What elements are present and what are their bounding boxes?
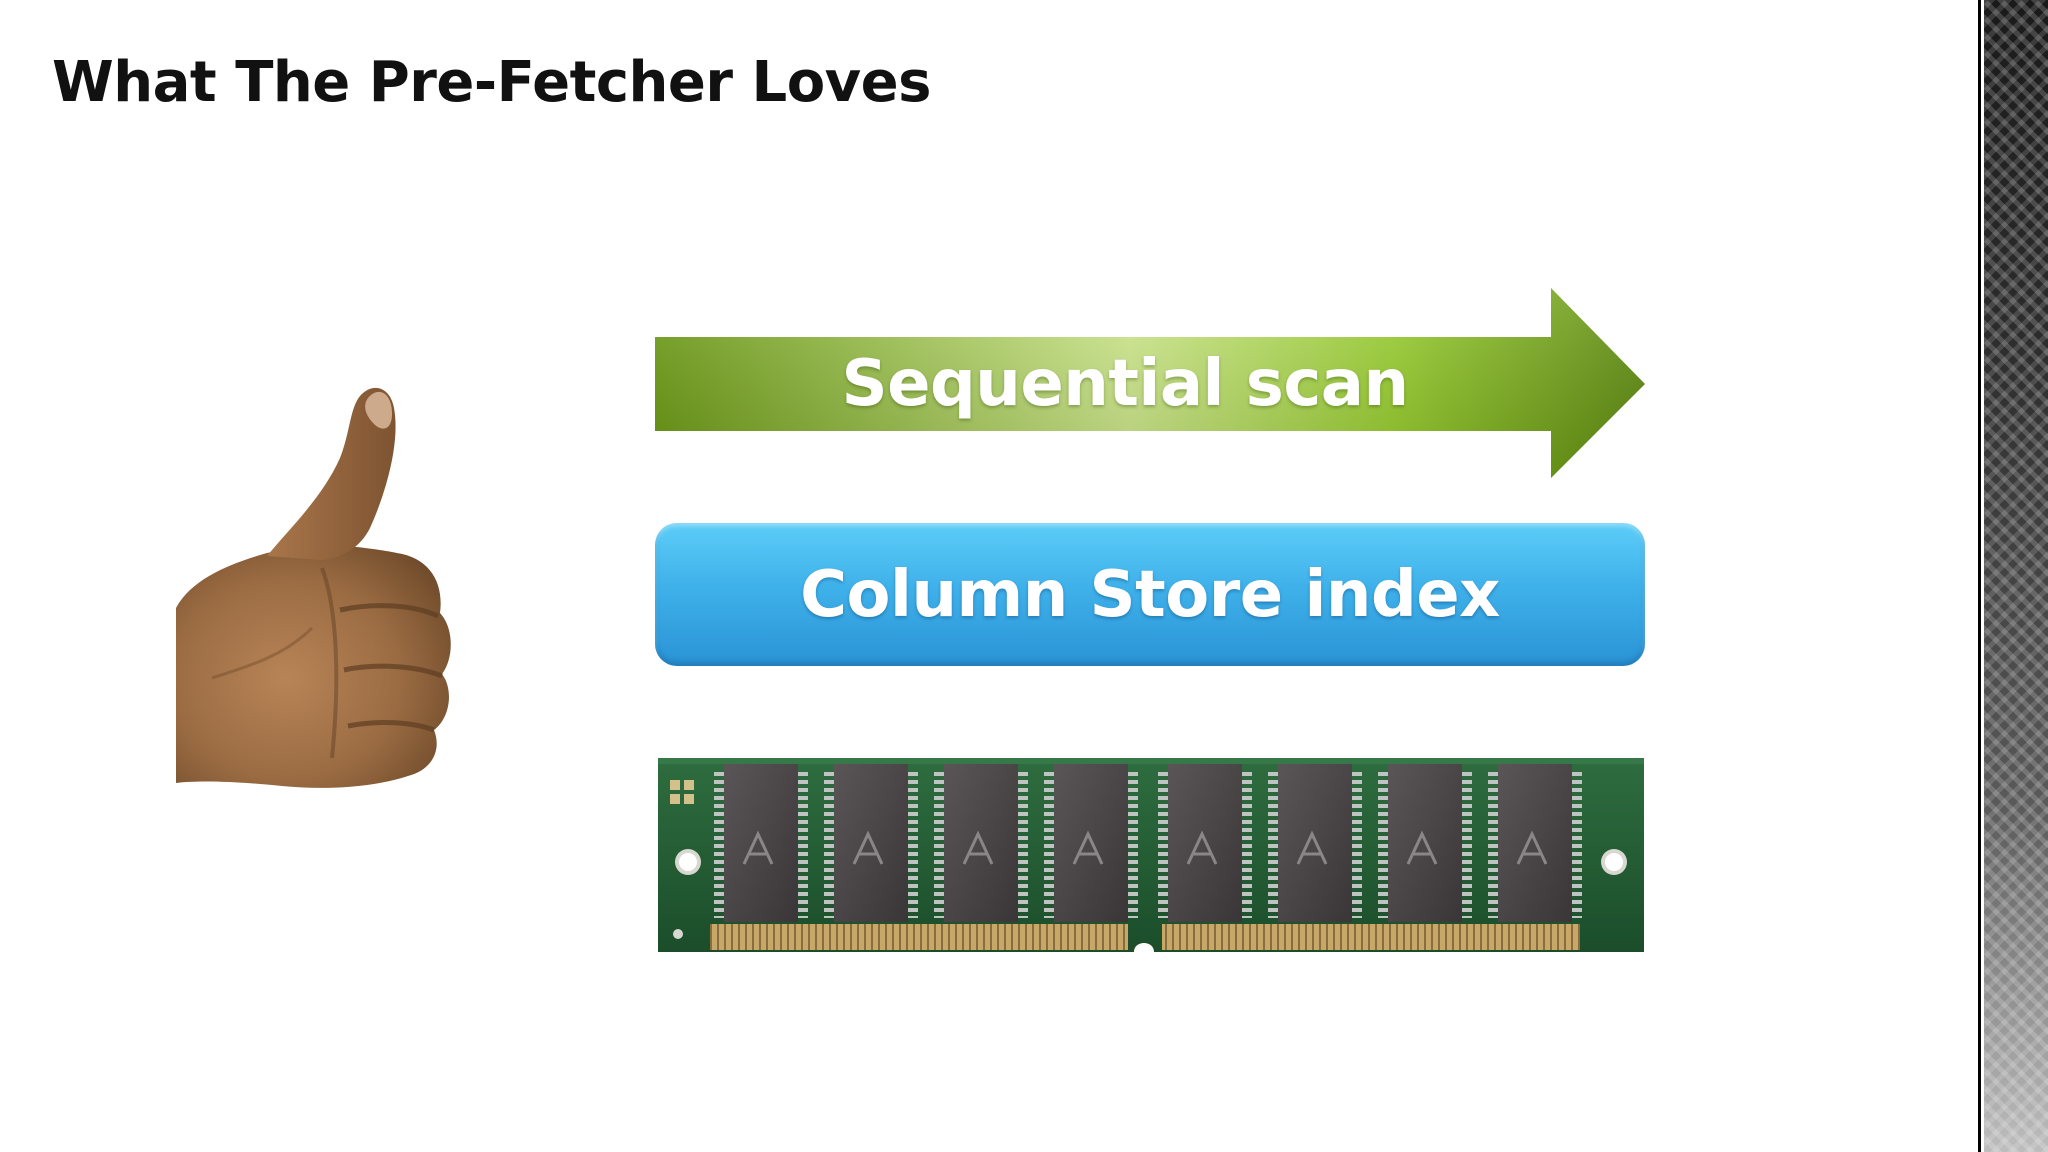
- arrow-label: Sequential scan: [841, 347, 1409, 421]
- decorative-border: [1978, 0, 2048, 1152]
- slide-title: What The Pre-Fetcher Loves: [52, 50, 931, 115]
- border-line: [1978, 0, 1984, 1152]
- ram-module-icon: [658, 758, 1644, 952]
- thumbs-up-hand-icon: [176, 387, 451, 788]
- column-store-index-box: Column Store index: [655, 523, 1645, 666]
- box-label: Column Store index: [800, 557, 1500, 632]
- sequential-scan-arrow: [655, 288, 1645, 478]
